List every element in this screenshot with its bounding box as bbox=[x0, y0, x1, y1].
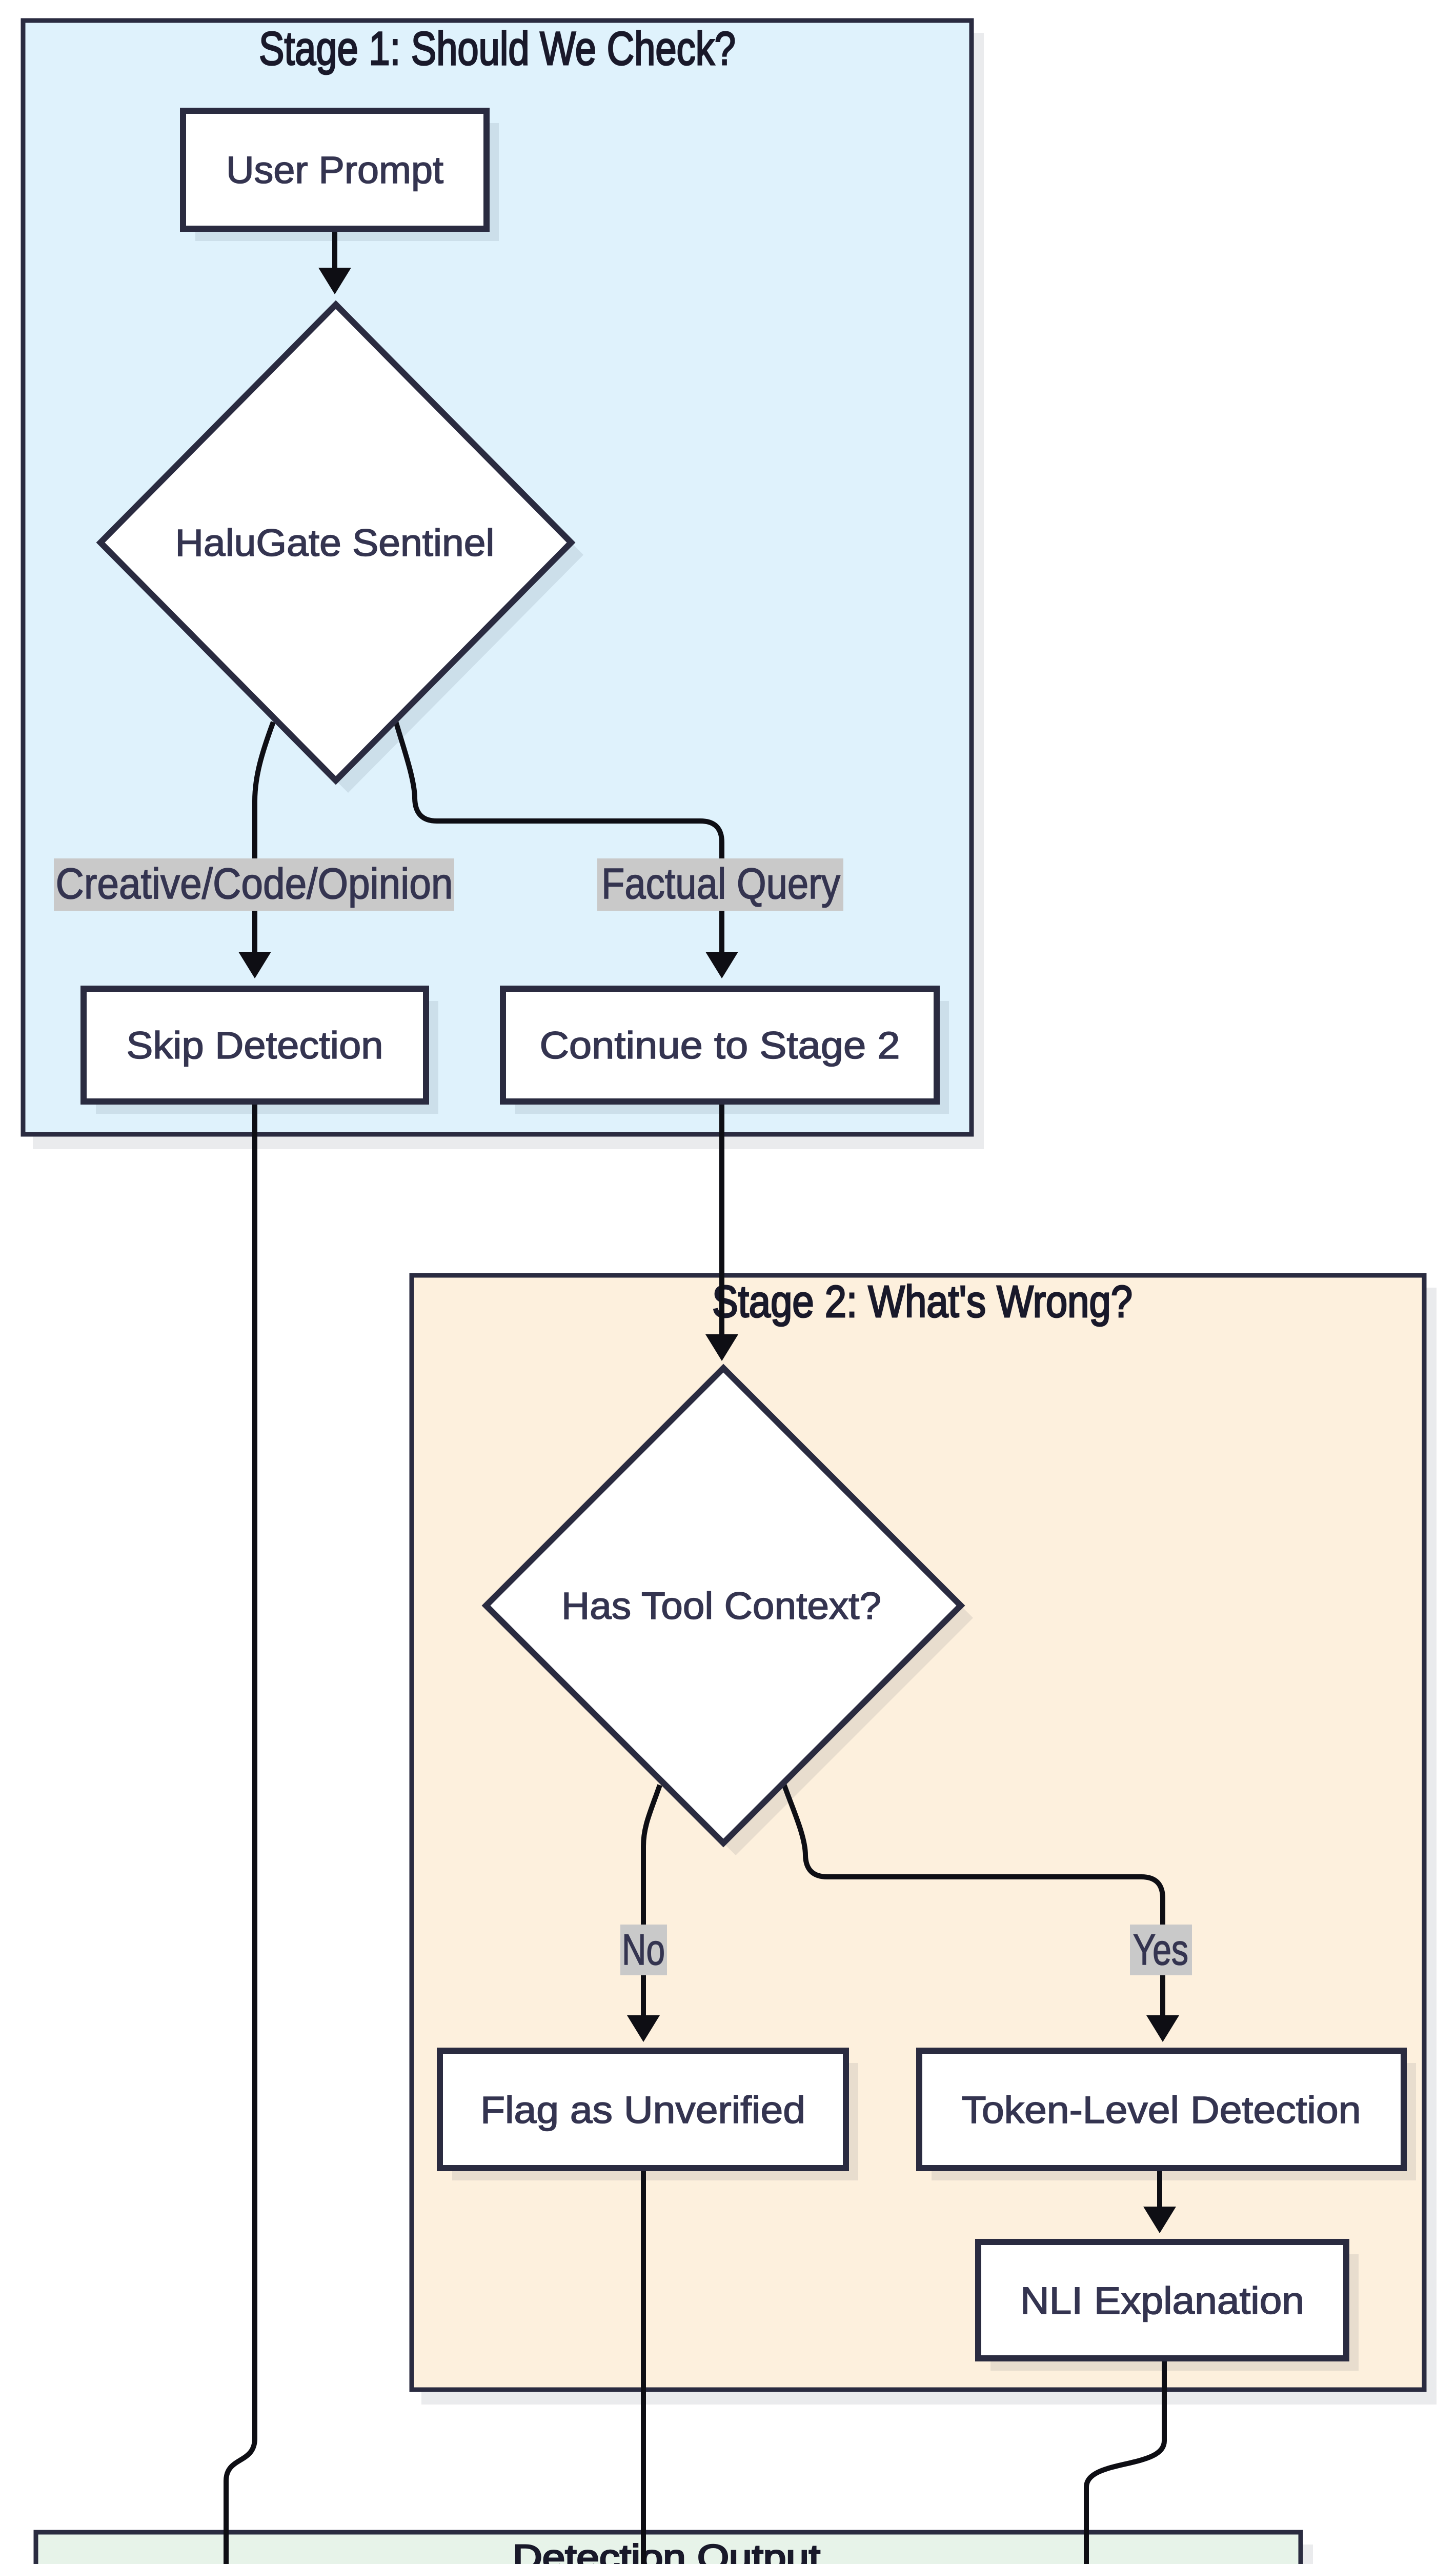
svg-text:Yes: Yes bbox=[1133, 1926, 1188, 1974]
svg-text:NLI Explanation: NLI Explanation bbox=[1020, 2279, 1304, 2322]
svg-text:Skip Detection: Skip Detection bbox=[127, 1024, 383, 1067]
svg-text:Stage 2: What's Wrong?: Stage 2: What's Wrong? bbox=[712, 1277, 1133, 1327]
svg-text:Flag as Unverified: Flag as Unverified bbox=[480, 2089, 805, 2131]
svg-text:HaluGate Sentinel: HaluGate Sentinel bbox=[175, 522, 495, 564]
svg-text:Stage 1: Should We Check?: Stage 1: Should We Check? bbox=[259, 23, 736, 75]
svg-text:Creative/Code/Opinion: Creative/Code/Opinion bbox=[56, 859, 453, 908]
svg-text:Token-Level Detection: Token-Level Detection bbox=[962, 2089, 1361, 2131]
svg-text:User Prompt: User Prompt bbox=[226, 149, 443, 191]
svg-text:No: No bbox=[622, 1926, 665, 1974]
svg-text:Has Tool Context?: Has Tool Context? bbox=[561, 1585, 881, 1627]
svg-text:Detection Output: Detection Output bbox=[513, 2537, 820, 2564]
svg-text:Continue to Stage 2: Continue to Stage 2 bbox=[540, 1024, 900, 1067]
svg-text:Factual Query: Factual Query bbox=[601, 859, 840, 908]
